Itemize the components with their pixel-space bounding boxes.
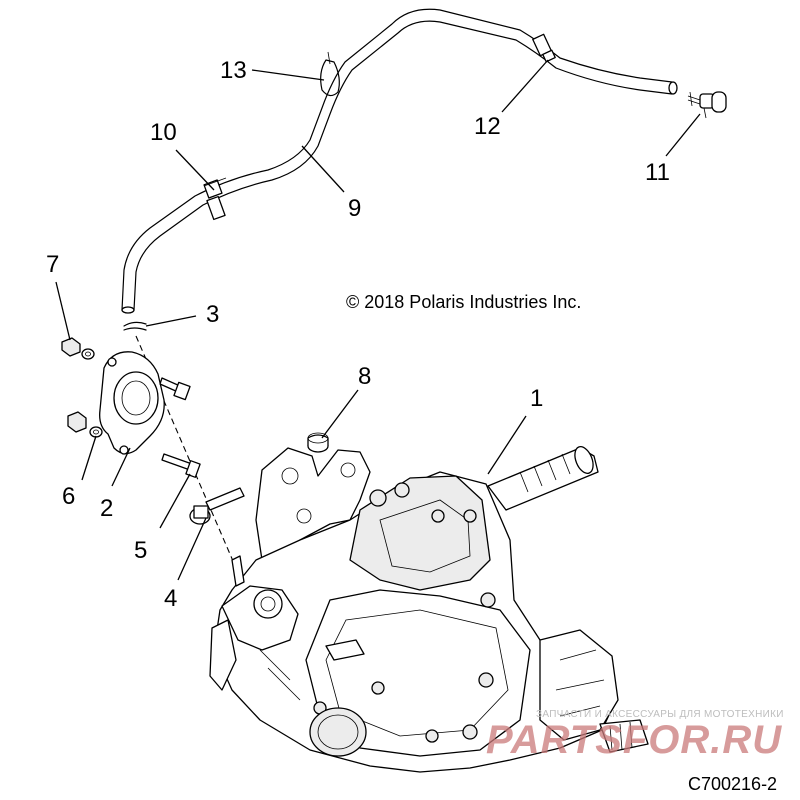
leader-9 bbox=[301, 145, 345, 193]
sensor-bolt[interactable] bbox=[159, 377, 191, 401]
callout-3: 3 bbox=[206, 301, 219, 328]
callout-8: 8 bbox=[358, 363, 371, 390]
callout-2: 2 bbox=[100, 495, 113, 522]
watermark: ЗАПЧАСТИ И АКСЕССУАРЫ ДЛЯ МОТОТЕХНИКИ PA… bbox=[486, 709, 784, 762]
leader-12 bbox=[501, 59, 549, 113]
leader-6 bbox=[81, 435, 97, 481]
leader-10 bbox=[175, 149, 215, 191]
flange-bolt-long[interactable] bbox=[189, 487, 245, 525]
cable-tie[interactable] bbox=[320, 51, 340, 97]
nut-and-washer-upper[interactable] bbox=[61, 337, 95, 360]
bolt[interactable] bbox=[161, 453, 201, 478]
leader-13 bbox=[251, 69, 325, 81]
transmission-assembly[interactable] bbox=[209, 444, 649, 773]
callout-6: 6 bbox=[62, 483, 75, 510]
watermark-line1: ЗАПЧАСТИ И АКСЕССУАРЫ ДЛЯ МОТОТЕХНИКИ bbox=[536, 709, 784, 720]
vent-fitting[interactable] bbox=[687, 91, 727, 119]
callout-11: 11 bbox=[645, 159, 670, 186]
leader-5 bbox=[159, 473, 191, 529]
leader-8 bbox=[321, 389, 359, 439]
hose-clamp[interactable] bbox=[203, 177, 227, 221]
callout-12: 12 bbox=[474, 113, 501, 140]
callout-9: 9 bbox=[348, 195, 361, 222]
vent-hose[interactable] bbox=[121, 8, 678, 314]
callout-5: 5 bbox=[134, 537, 147, 564]
copyright-text: © 2018 Polaris Industries Inc. bbox=[346, 292, 581, 312]
leader-11 bbox=[665, 113, 701, 157]
leader-1 bbox=[487, 415, 527, 475]
nut-and-washer[interactable] bbox=[67, 411, 103, 438]
diagram-code: C700216-2 bbox=[688, 774, 777, 794]
callout-1: 1 bbox=[530, 385, 543, 412]
callout-10: 10 bbox=[150, 119, 177, 146]
callout-labels: 1 2 3 4 5 6 7 8 9 10 11 12 13 bbox=[46, 57, 670, 612]
bushing[interactable] bbox=[307, 432, 329, 453]
hose-clip-upper[interactable] bbox=[532, 33, 556, 63]
leader-3 bbox=[145, 315, 197, 327]
hose-clip[interactable] bbox=[123, 321, 147, 331]
leader-2 bbox=[111, 447, 131, 487]
leader-lines bbox=[55, 59, 701, 581]
leader-7 bbox=[55, 281, 71, 341]
callout-7: 7 bbox=[46, 251, 59, 278]
callout-13: 13 bbox=[220, 57, 247, 84]
leader-4 bbox=[177, 517, 207, 581]
callout-4: 4 bbox=[164, 585, 177, 612]
speed-sensor-cover[interactable] bbox=[99, 351, 165, 455]
watermark-logo: PARTSFOR.RU bbox=[486, 718, 782, 762]
